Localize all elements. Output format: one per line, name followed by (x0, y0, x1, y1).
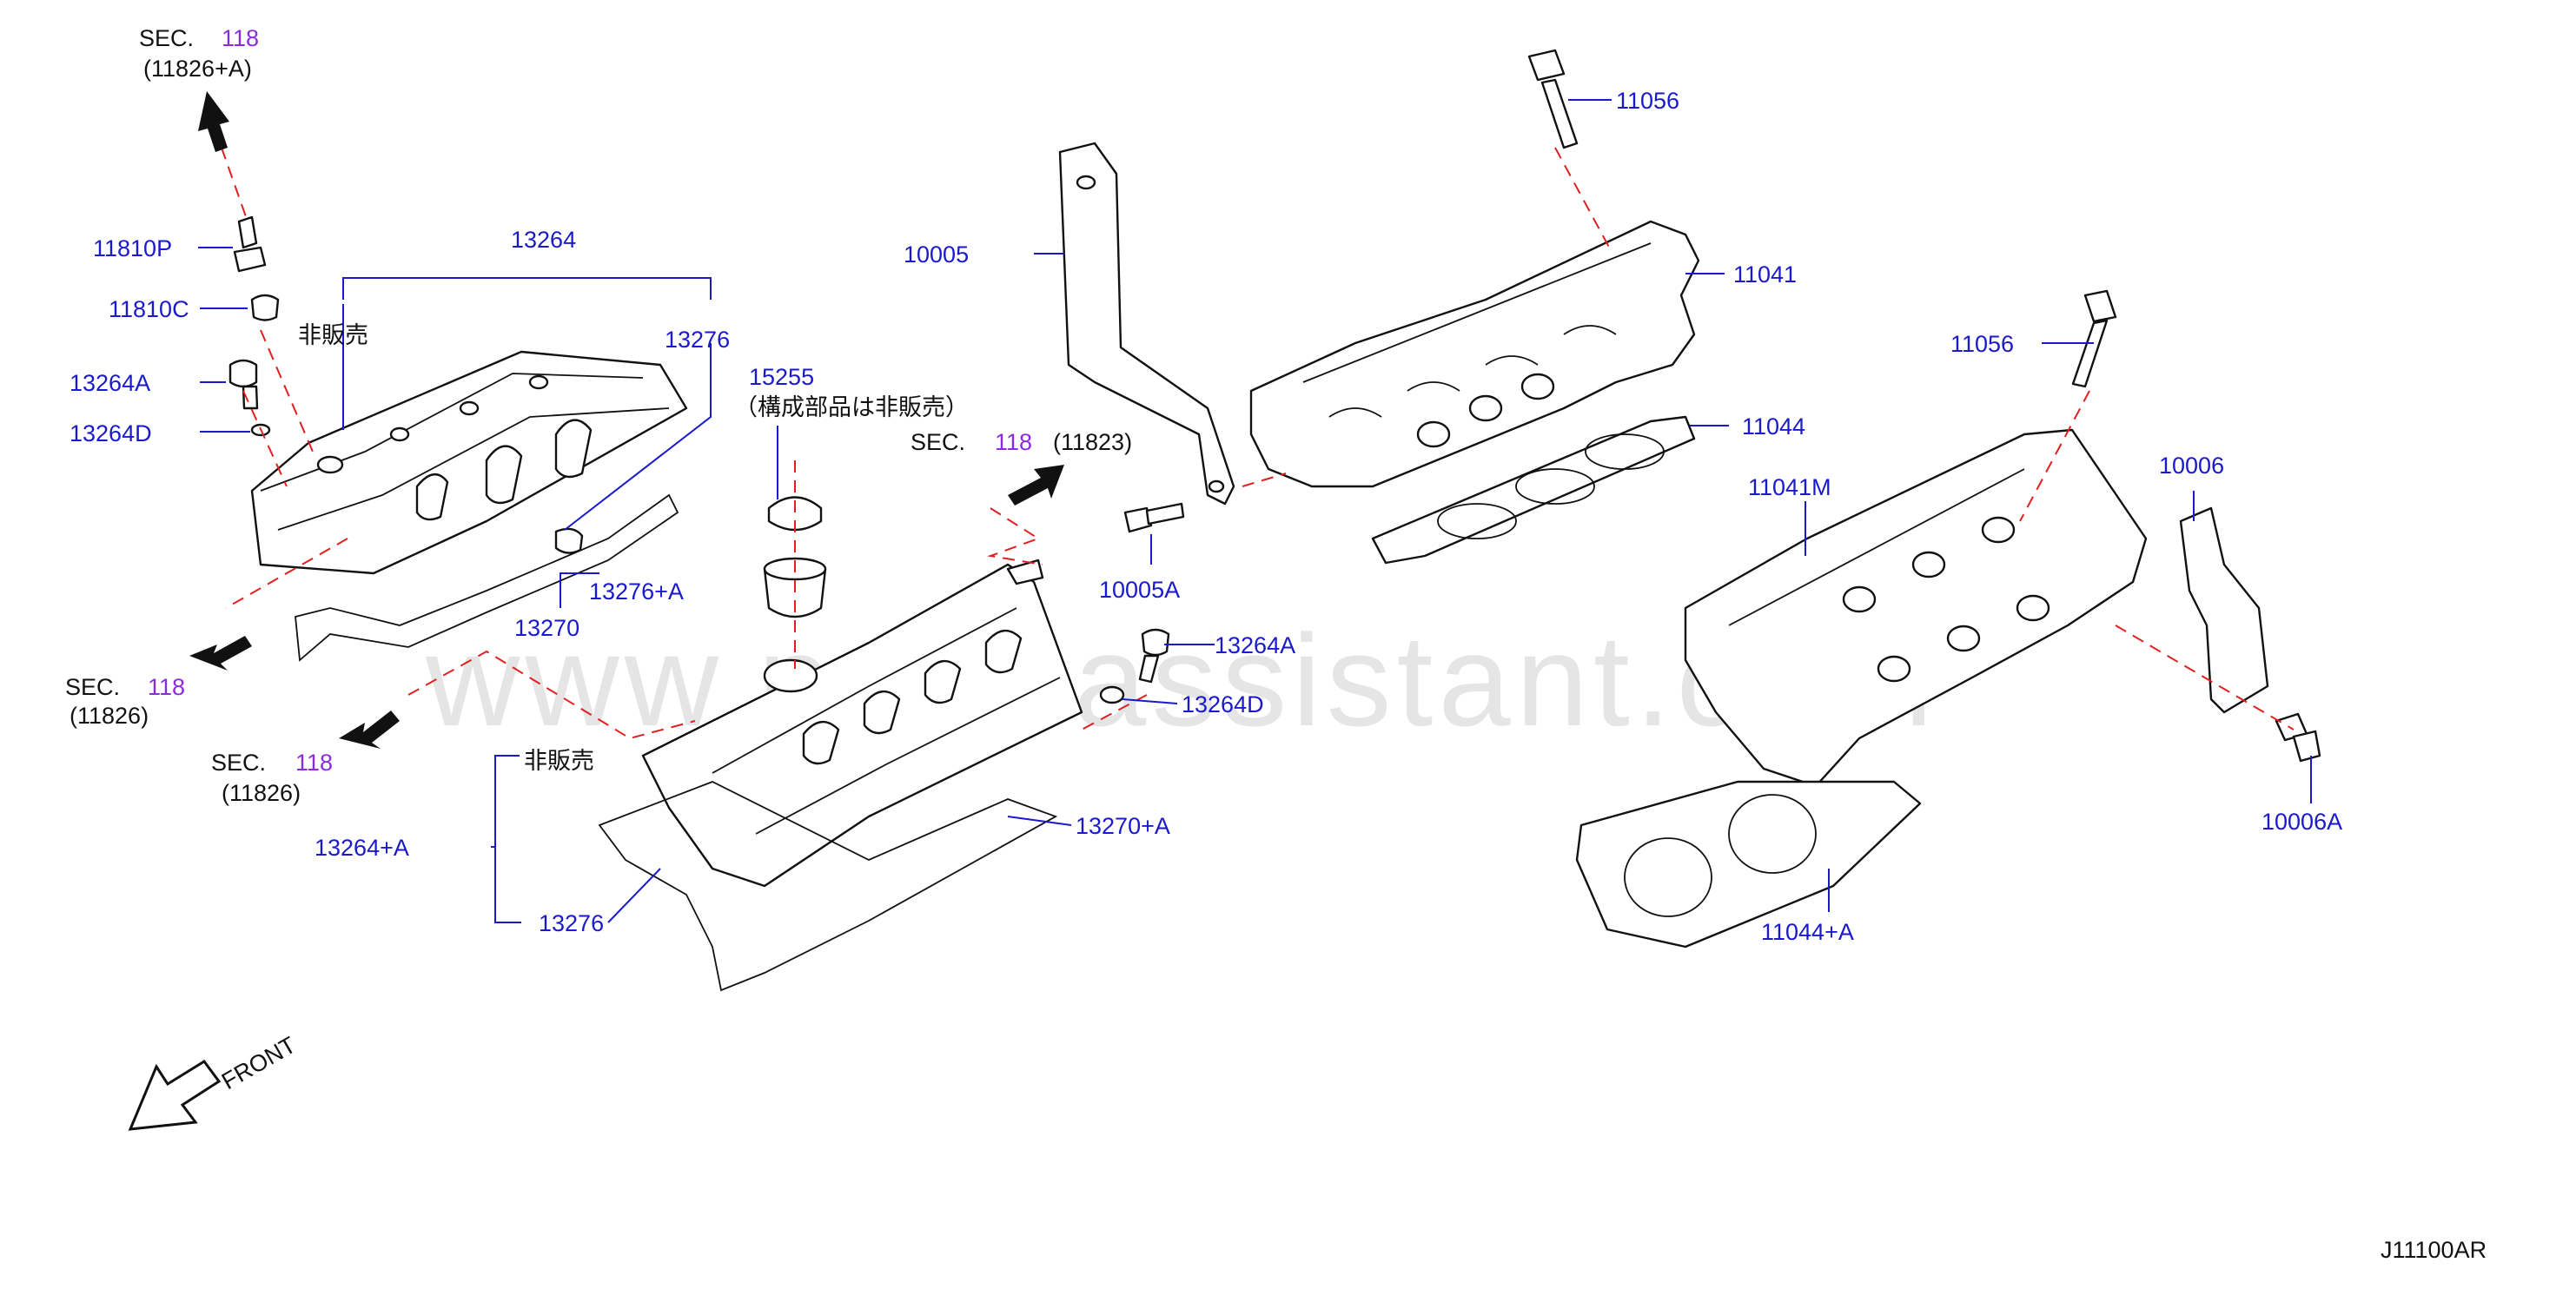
sec-arrow-right (1008, 465, 1064, 506)
head-gasket-11044A (1575, 780, 1922, 949)
part-label-10006A[interactable]: 10006A (2261, 809, 2342, 835)
part-label-11810P[interactable]: 11810P (93, 235, 172, 261)
bolt-13264A-left (228, 359, 259, 410)
valve-11810P (233, 215, 267, 273)
center-gasket (598, 781, 1058, 992)
cylinder-head-11041 (1249, 220, 1700, 488)
front-arrow-icon (128, 1059, 222, 1131)
part-label-13276-bottom[interactable]: 13276 (539, 910, 604, 936)
bolt-11056-top (1527, 49, 1579, 149)
part-label-11044A[interactable]: 11044+A (1761, 919, 1854, 945)
part-label-10005A[interactable]: 10005A (1099, 577, 1180, 603)
sec-ref-center: SEC. 118 (11823) (911, 429, 1132, 455)
sec-arrow-top (198, 91, 229, 152)
sec-number[interactable]: 118 (295, 750, 333, 776)
bolt-10006A (2275, 712, 2321, 763)
part-label-13264[interactable]: 13264 (511, 227, 576, 253)
sec-ref-left-2: SEC. 118 (11826) (211, 750, 333, 806)
left-rocker-cover (250, 350, 688, 575)
component-note: （構成部品は非販売） (734, 394, 969, 421)
part-label-11056-top[interactable]: 11056 (1616, 88, 1679, 114)
part-label-13270A[interactable]: 13270+A (1076, 813, 1170, 839)
watermark-text: www.partsassistant.com (425, 607, 1938, 753)
leader-lines (198, 99, 2312, 923)
sec-prefix: SEC. (139, 25, 194, 51)
part-label-10005[interactable]: 10005 (904, 241, 969, 268)
sec-subref: (11823) (1053, 429, 1132, 455)
part-label-13270[interactable]: 13270 (514, 615, 579, 641)
left-gasket (295, 493, 679, 662)
part-label-11041[interactable]: 11041 (1733, 261, 1797, 288)
sec-subref: (11826+A) (143, 56, 252, 82)
bracket-10005 (1058, 142, 1235, 506)
part-label-13264A-right[interactable]: 13264A (1215, 632, 1295, 658)
part-label-11044[interactable]: 11044 (1742, 413, 1805, 440)
sec-subref: (11826) (222, 780, 301, 806)
sec-prefix: SEC. (211, 750, 266, 776)
center-rocker-cover (641, 559, 1083, 888)
sec-arrow-left-1 (189, 636, 252, 671)
part-label-13276A[interactable]: 13276+A (589, 578, 684, 605)
bolt-11056-right (2071, 289, 2117, 388)
diagram-code: J11100AR (2381, 1237, 2487, 1263)
part-label-13276-top[interactable]: 13276 (665, 327, 730, 353)
sec-number[interactable]: 118 (995, 429, 1032, 455)
cylinder-head-11041M (1684, 428, 2148, 788)
not-sold-note-center: 非販売 (524, 748, 594, 775)
part-label-11056-right[interactable]: 11056 (1950, 331, 2014, 357)
sec-prefix: SEC. (911, 429, 965, 455)
sec-ref-left-1: SEC. 118 (11826) (65, 674, 185, 729)
bolt-10005A (1123, 502, 1185, 533)
part-label-13264D-left[interactable]: 13264D (70, 420, 152, 446)
bracket-10006 (2179, 506, 2269, 714)
part-label-13264plusA[interactable]: 13264+A (315, 835, 409, 861)
part-label-11041M[interactable]: 11041M (1748, 474, 1831, 500)
part-label-13264A-left[interactable]: 13264A (70, 370, 150, 396)
sec-number[interactable]: 118 (222, 25, 259, 51)
part-label-13264D-right[interactable]: 13264D (1182, 691, 1264, 717)
sec-arrow-left-2 (339, 711, 400, 749)
sec-prefix: SEC. (65, 674, 120, 700)
washer-13264D-right (1099, 685, 1125, 704)
not-sold-note-left: 非販売 (298, 322, 368, 349)
sec-number[interactable]: 118 (148, 674, 185, 700)
part-label-15255[interactable]: 15255 (749, 364, 814, 390)
sec-subref: (11826) (70, 703, 149, 729)
oil-filler-cap (763, 496, 827, 618)
connection-lines (221, 147, 2295, 740)
grommet-11810C (250, 294, 280, 321)
part-label-10006[interactable]: 10006 (2159, 453, 2224, 479)
front-label: FRONT (217, 1032, 301, 1094)
part-label-11810C[interactable]: 11810C (109, 296, 189, 322)
sec-ref-top: SEC. 118 (11826+A) (139, 25, 259, 82)
bolt-13264A-right (1138, 628, 1170, 684)
head-gasket-11044 (1371, 415, 1696, 565)
